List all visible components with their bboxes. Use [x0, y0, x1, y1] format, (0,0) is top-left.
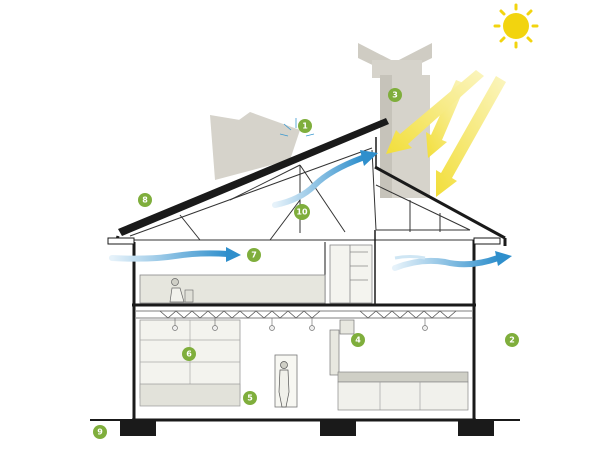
roof-scoops [210, 112, 300, 180]
badge-7-label: 7 [251, 251, 257, 260]
badge-10-label: 10 [296, 208, 308, 217]
floor-truss [136, 311, 472, 318]
badge-9: 9 [93, 425, 107, 439]
badge-4-label: 4 [355, 336, 361, 345]
badge-10: 10 [294, 204, 310, 220]
eave-details [108, 238, 500, 244]
badge-6: 6 [182, 347, 196, 361]
badge-2: 2 [505, 333, 519, 347]
badge-4: 4 [351, 333, 365, 347]
badge-8: 8 [138, 193, 152, 207]
badge-5: 5 [243, 391, 257, 405]
badge-2-label: 2 [509, 336, 515, 345]
foundation [90, 420, 520, 436]
badge-9-label: 9 [97, 428, 103, 437]
badge-7: 7 [247, 248, 261, 262]
badge-3: 3 [388, 88, 402, 102]
badge-6-label: 6 [186, 350, 192, 359]
sun-icon [495, 5, 537, 47]
badge-8-label: 8 [142, 196, 148, 205]
ground-floor-interior [140, 318, 468, 410]
badge-5-label: 5 [247, 394, 253, 403]
badge-1: 1 [298, 119, 312, 133]
badge-1-label: 1 [302, 122, 308, 131]
badge-3-label: 3 [392, 91, 398, 100]
